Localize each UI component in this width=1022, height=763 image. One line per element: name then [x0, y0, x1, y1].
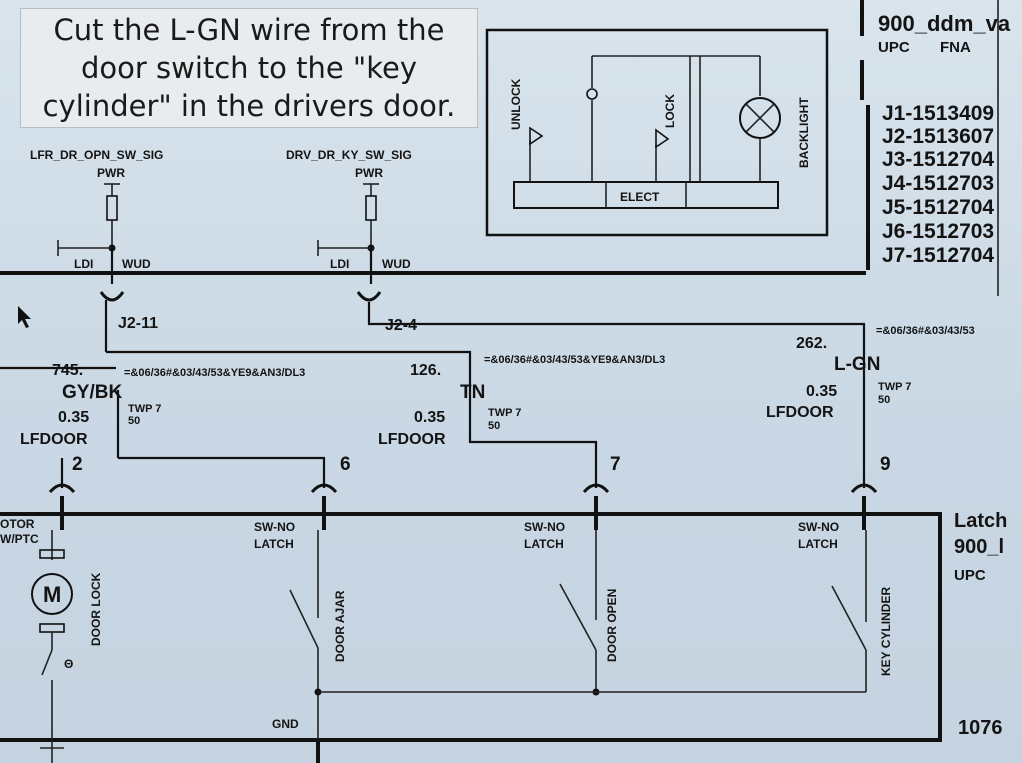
connector-j3: J3-1512704 [882, 148, 994, 171]
wire-126-twp: TWP 7 [488, 407, 521, 419]
wire-262-color: L-GN [834, 354, 880, 375]
lock-switch-inset: ELECT UNLOCK LOCK BACKLIGHT [485, 28, 829, 237]
connector-j2: J2-1513607 [882, 125, 994, 148]
fna-label: FNA [940, 39, 971, 56]
latch-word-1: LATCH [254, 537, 294, 551]
unlock-label: UNLOCK [509, 78, 523, 130]
connector-j5: J5-1512704 [882, 196, 994, 219]
connector-j7: J7-1512704 [882, 244, 994, 267]
wire-745-location: LFDOOR [20, 431, 88, 448]
module-name: 900_ddm_va [878, 11, 1011, 36]
left-wud-label: WUD [122, 257, 151, 271]
pin-2: 2 [72, 454, 83, 475]
latch-pins: 2 6 7 9 [48, 454, 891, 494]
latch-word-2: LATCH [524, 537, 564, 551]
elect-label: ELECT [620, 190, 660, 204]
latch-upc: UPC [954, 567, 986, 584]
sw-no-2: SW-NO [524, 520, 565, 534]
door-lock-label: DOOR LOCK [89, 572, 103, 646]
wire-126-options: =&06/36#&03/43/53&YE9&AN3/DL3 [484, 354, 665, 366]
lock-label: LOCK [663, 94, 677, 128]
right-ldi-label: LDI [330, 257, 349, 271]
latch-word-3: LATCH [798, 537, 838, 551]
right-pwr-label: PWR [355, 166, 383, 180]
wire-126-color: TN [460, 382, 485, 403]
connector-j6: J6-1512703 [882, 220, 994, 243]
wire-262-gauge: 0.35 [806, 383, 837, 400]
upc-label: UPC [878, 39, 910, 56]
wire-262-l-gn: =&06/36#&03/43/53 262. L-GN 0.35 TWP 7 5… [766, 325, 975, 421]
door-ajar-label: DOOR AJAR [333, 590, 347, 662]
key-cylinder-label: KEY CYLINDER [879, 587, 893, 676]
left-ldi-label: LDI [74, 257, 93, 271]
pin-6: 6 [340, 454, 351, 475]
wire-126-tn: 126. =&06/36#&03/43/53&YE9&AN3/DL3 TN 0.… [378, 354, 665, 448]
latch-module-name: 900_l [954, 536, 1004, 558]
wire-262-options: =&06/36#&03/43/53 [876, 325, 975, 337]
wire-745-twp: TWP 7 [128, 403, 161, 415]
left-signal-branch: LFR_DR_OPN_SW_SIG PWR LDI WUD J2-11 [30, 148, 163, 352]
sw-no-1: SW-NO [254, 520, 295, 534]
wire-262-twp-val: 50 [878, 394, 890, 406]
annotation-callout: Cut the L-GN wire from the door switch t… [20, 8, 478, 128]
wire-126-gauge: 0.35 [414, 409, 445, 426]
wire-745-circuit: 745. [52, 362, 83, 379]
mouse-cursor-icon [18, 306, 31, 328]
wire-262-circuit: 262. [796, 335, 827, 352]
wire-262-twp: TWP 7 [878, 381, 911, 393]
motor-label-1: OTOR [0, 517, 35, 531]
left-signal-label: LFR_DR_OPN_SW_SIG [30, 148, 163, 162]
latch-title: Latch [954, 510, 1007, 532]
motor-label-2: W/PTC [0, 532, 39, 546]
right-signal-branch: DRV_DR_KY_SW_SIG PWR LDI WUD J2-4 [286, 148, 866, 488]
j2-4-label: J2-4 [385, 317, 417, 334]
wire-745-color: GY/BK [62, 382, 122, 403]
door-open-label: DOOR OPEN [605, 589, 619, 662]
pin-9: 9 [880, 454, 891, 475]
wire-126-location: LFDOOR [378, 431, 446, 448]
motor-theta: Θ [64, 657, 73, 671]
left-pwr-label: PWR [97, 166, 125, 180]
right-wud-label: WUD [382, 257, 411, 271]
connector-j1: J1-1513409 [882, 102, 994, 125]
wire-745-options: =&06/36#&03/43/53&YE9&AN3/DL3 [124, 367, 305, 379]
connector-j4: J4-1512703 [882, 172, 994, 195]
wire-745-twp-val: 50 [128, 415, 140, 427]
pin-7: 7 [610, 454, 621, 475]
sw-no-3: SW-NO [798, 520, 839, 534]
ref-number: 1076 [958, 717, 1003, 739]
wire-262-location: LFDOOR [766, 404, 834, 421]
wire-745-gy-bk: 745. =&06/36#&03/43/53&YE9&AN3/DL3 GY/BK… [0, 350, 598, 488]
motor-symbol: M [43, 582, 61, 607]
wire-126-twp-val: 50 [488, 420, 500, 432]
right-signal-label: DRV_DR_KY_SW_SIG [286, 148, 412, 162]
latch-module: Latch 900_l UPC 1076 OTOR W/PTC M Θ DOOR… [0, 496, 1007, 763]
wire-745-gauge: 0.35 [58, 409, 89, 426]
j2-11-label: J2-11 [118, 315, 158, 332]
backlight-label: BACKLIGHT [797, 97, 811, 168]
wire-126-circuit: 126. [410, 362, 441, 379]
annotation-text: Cut the L-GN wire from the door switch t… [42, 13, 456, 123]
module-header: 900_ddm_va UPC FNA J1-1513409 J2-1513607… [860, 0, 1011, 270]
gnd-label: GND [272, 717, 299, 731]
